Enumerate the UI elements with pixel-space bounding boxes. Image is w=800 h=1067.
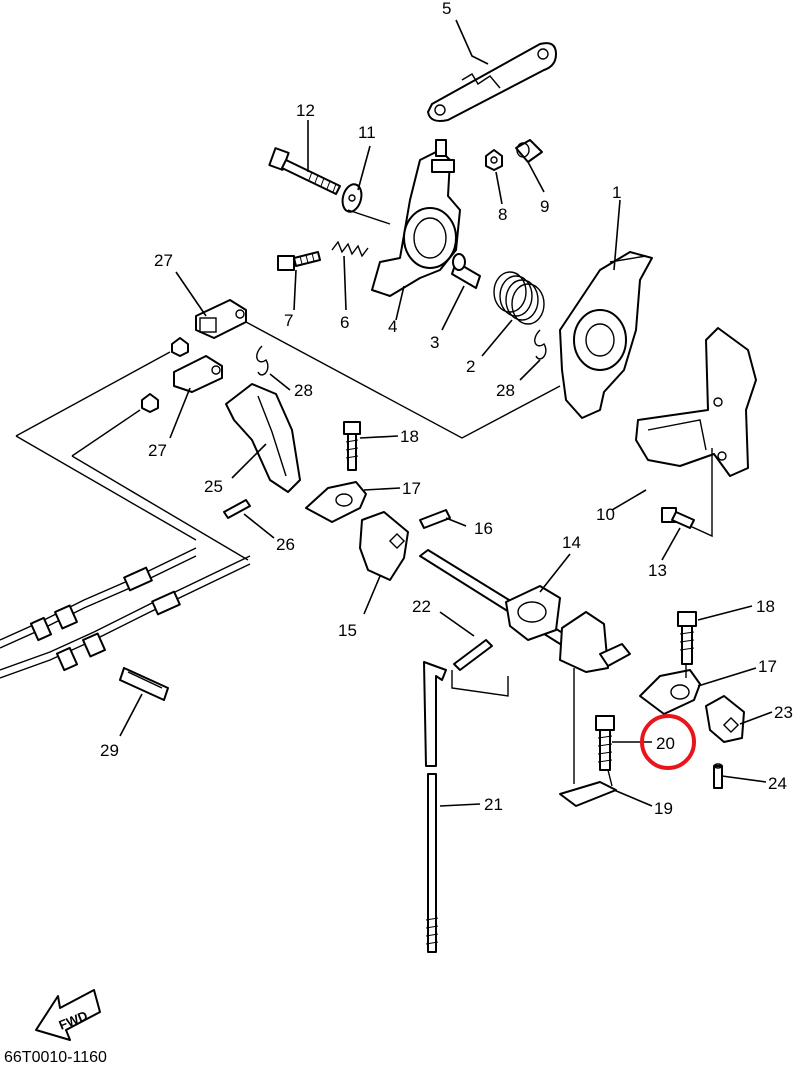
callout-16: 16 <box>474 519 493 538</box>
callout-8: 8 <box>498 205 507 224</box>
callout-27-upper: 27 <box>154 251 173 270</box>
callout-6: 6 <box>340 313 349 332</box>
callout-25: 25 <box>204 477 223 496</box>
callout-17-lower: 17 <box>758 657 777 676</box>
part-20-screw[interactable] <box>595 715 615 771</box>
callout-26: 26 <box>276 535 295 554</box>
callout-28-upper: 28 <box>294 381 313 400</box>
part-7-bolt[interactable] <box>277 251 321 271</box>
callout-27-lower: 27 <box>148 441 167 460</box>
callout-24: 24 <box>768 774 787 793</box>
callout-1: 1 <box>612 183 621 202</box>
part-6-spring[interactable] <box>331 240 369 258</box>
leader-lines <box>119 19 773 807</box>
part-18-screw-lower[interactable] <box>677 611 697 665</box>
part-15-block[interactable] <box>359 511 409 581</box>
part-25-arm[interactable] <box>225 383 301 493</box>
part-16-pin[interactable] <box>419 509 451 529</box>
callout-7: 7 <box>284 311 293 330</box>
part-26-pin[interactable] <box>223 499 251 519</box>
callout-4: 4 <box>388 317 397 336</box>
part-9-collar[interactable] <box>515 139 543 163</box>
callout-9: 9 <box>540 197 549 216</box>
callout-17-upper: 17 <box>402 479 421 498</box>
part-28-clip-left[interactable] <box>256 345 269 376</box>
part-27-joint-upper[interactable] <box>195 299 247 339</box>
callout-5: 5 <box>442 0 451 18</box>
part-18-screw-upper[interactable] <box>343 421 361 471</box>
callout-3: 3 <box>430 333 439 352</box>
part-14-shift-shaft[interactable] <box>419 549 631 673</box>
part-3-sleeve[interactable] <box>451 253 481 289</box>
part-17-clamp-lower[interactable] <box>639 669 701 715</box>
callout-labels: 1 2 3 4 5 6 7 8 9 10 11 12 13 14 15 16 1… <box>100 0 793 818</box>
part-2-spring[interactable] <box>493 271 545 325</box>
part-5-link[interactable] <box>427 42 557 122</box>
callout-22: 22 <box>412 597 431 616</box>
callout-13: 13 <box>648 561 667 580</box>
part-29-plate[interactable] <box>119 667 169 701</box>
part-11-washer[interactable] <box>340 182 365 214</box>
callout-12: 12 <box>296 101 315 120</box>
callout-23: 23 <box>774 703 793 722</box>
callout-2: 2 <box>466 357 475 376</box>
part-22-pin[interactable] <box>453 639 493 671</box>
callout-28-lower: 28 <box>496 381 515 400</box>
callout-18-upper: 18 <box>400 427 419 446</box>
part-23-block[interactable] <box>705 695 745 743</box>
part-8-nut[interactable] <box>485 149 503 171</box>
diagram-code: 66T0010-1160 <box>4 1049 107 1066</box>
part-4-shift-arm[interactable] <box>371 139 461 297</box>
callout-21: 21 <box>484 795 503 814</box>
part-27-joint-lower[interactable] <box>173 355 223 393</box>
part-28-clip-right[interactable] <box>534 329 547 360</box>
callout-15: 15 <box>338 621 357 640</box>
part-17-clamp-upper[interactable] <box>305 481 367 523</box>
callout-29: 29 <box>100 741 119 760</box>
highlight-circle <box>640 714 696 770</box>
part-1-shift-lever[interactable] <box>559 251 653 419</box>
callout-10: 10 <box>596 505 615 524</box>
part-10-bracket[interactable] <box>635 327 757 477</box>
part-27-nuts[interactable] <box>141 337 189 413</box>
part-24-pin[interactable] <box>713 763 723 789</box>
part-21-rod[interactable] <box>423 661 447 953</box>
part-12-bolt[interactable] <box>268 147 341 195</box>
callout-18-lower: 18 <box>756 597 775 616</box>
assembly-reference-lines <box>15 209 713 787</box>
part-13-bolt[interactable] <box>661 507 695 529</box>
callout-19: 19 <box>654 799 673 818</box>
callout-20: 20 <box>656 734 675 753</box>
callout-14: 14 <box>562 533 581 552</box>
part-19-plate[interactable] <box>559 781 617 807</box>
callout-11: 11 <box>358 123 376 142</box>
fwd-arrow-icon: FWD <box>35 989 101 1041</box>
shift-cables <box>0 547 251 679</box>
